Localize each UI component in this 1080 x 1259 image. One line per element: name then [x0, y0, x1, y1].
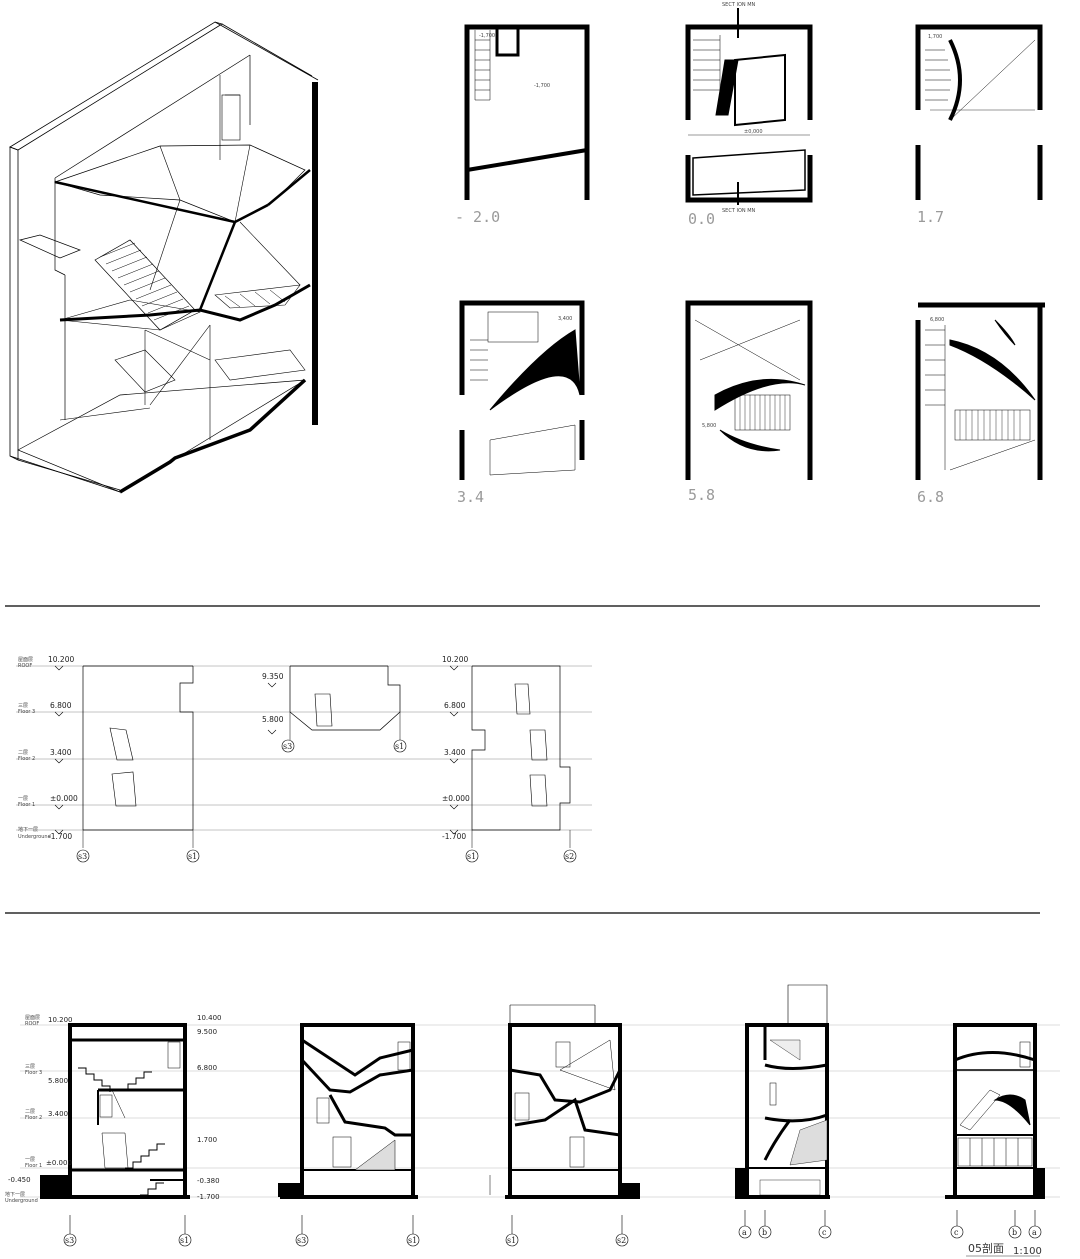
level-label-1-7: 1.7: [917, 208, 944, 226]
mid-value: 10.200: [442, 655, 468, 664]
plan-level-labels: - 2.0 0.0 1.7 3.4 5.8 6.8 -1,700 -1,700 …: [455, 2, 944, 506]
mid-value: 6.800: [444, 701, 466, 710]
section-axis-label: s3: [65, 1236, 74, 1245]
floor-cn: 地下一层: [18, 826, 38, 833]
section-3: [489, 1004, 640, 1199]
drawing-title: 05剖面: [968, 1241, 1004, 1255]
axis-label: s3: [283, 742, 292, 751]
plan-dim: 6,800: [930, 317, 944, 323]
axonometric-view: [9, 21, 319, 494]
section-axis-label: s2: [617, 1236, 626, 1245]
section-axis-label: a: [742, 1228, 747, 1237]
section-axis-label: s1: [507, 1236, 516, 1245]
section-floor-en: Underground: [5, 1198, 38, 1204]
floor-cn: 一层: [18, 796, 28, 802]
section-axis-label: b: [1012, 1228, 1017, 1237]
drawing-scale: 1:100: [1013, 1246, 1042, 1257]
plan-1-7: [915, 24, 1043, 200]
section-2: [278, 1023, 418, 1199]
section-right-value: -0.380: [197, 1177, 220, 1185]
floor-cn: 屋面层: [18, 657, 33, 663]
level-label-minus-2: - 2.0: [455, 208, 500, 226]
section-labels: 屋面层 ROOF 10.200 三层 Floor 3 5.800 二层 Floo…: [5, 1014, 1042, 1257]
cut-label-bottom: SECT ION MN: [722, 208, 756, 214]
plan-dim: 5,800: [702, 423, 716, 429]
section-axis-label: c: [822, 1228, 827, 1237]
floor-value: ±0.000: [50, 794, 78, 803]
section-right-value: 9.500: [197, 1028, 217, 1036]
floor-value: -1.700: [48, 832, 72, 841]
section-right-value: 1.700: [197, 1136, 217, 1144]
floor-value: 6.800: [50, 701, 72, 710]
section-axis-label: s1: [180, 1236, 189, 1245]
section-floor-en: Floor 1: [25, 1163, 42, 1169]
cut-label-top: SECT ION MN: [722, 2, 756, 8]
plan-drawings: [459, 8, 1045, 480]
floor-en: Underground: [18, 834, 51, 840]
level-label-5-8: 5.8: [688, 486, 715, 504]
floor-en: Floor 2: [18, 756, 35, 762]
plan-dim: -1,700: [479, 33, 495, 39]
section-floor-value: ±0.000: [46, 1159, 72, 1167]
floor-en: ROOF: [18, 663, 32, 669]
floor-cn: 二层: [18, 750, 28, 756]
floor-en: Floor 1: [18, 802, 35, 808]
section-right-value: 6.800: [197, 1064, 217, 1072]
section-floor-cn: 地下一层: [5, 1191, 25, 1198]
level-label-0: 0.0: [688, 210, 715, 228]
section-4: [735, 984, 830, 1199]
section-floor-en: Floor 3: [25, 1070, 42, 1076]
axis-label: s1: [395, 742, 404, 751]
plan-dim: 1,700: [928, 34, 942, 40]
floor-value: 10.200: [48, 655, 74, 664]
section-axis-label: a: [1032, 1228, 1037, 1237]
section-floor-cn: 三层: [25, 1064, 35, 1070]
section-axis-label: c: [954, 1228, 959, 1237]
axis-label: s3: [78, 852, 87, 861]
section-floor-cn: 一层: [25, 1157, 35, 1163]
elevation-drawings: [16, 665, 592, 863]
section-axis-label: s3: [297, 1236, 306, 1245]
axis-label: s2: [565, 852, 574, 861]
plan-minus-2: [464, 24, 590, 200]
section-floor-value: 3.400: [48, 1110, 68, 1118]
section-floor-en: Floor 2: [25, 1115, 42, 1121]
section-floor-value: 5.800: [48, 1077, 68, 1085]
plan-3-4: [459, 300, 585, 480]
section-5: [945, 1023, 1045, 1199]
section-right-value: -1.700: [197, 1193, 220, 1201]
plan-dim: ±0,000: [744, 129, 763, 135]
plan-6-8: [915, 302, 1045, 480]
section-drawings: [20, 984, 1060, 1247]
section-floor-cn: 屋面层: [25, 1015, 40, 1021]
extra-value: 5.800: [262, 715, 284, 724]
floor-value: 3.400: [50, 748, 72, 757]
elevation-labels: 屋面层 ROOF 10.200 三层 Floor 3 6.800 二层 Floo…: [18, 655, 574, 861]
level-label-6-8: 6.8: [917, 488, 944, 506]
section-floor-value: -0.450: [8, 1176, 31, 1184]
plan-dim: 3,400: [558, 316, 572, 322]
section-right-value: 10.400: [197, 1014, 222, 1022]
extra-value: 9.350: [262, 672, 284, 681]
plan-dim: -1,700: [534, 83, 550, 89]
mid-value: -1.700: [442, 832, 466, 841]
plan-zero: [685, 8, 813, 205]
section-floor-en: ROOF: [25, 1021, 39, 1027]
section-1: [40, 1023, 190, 1199]
level-label-3-4: 3.4: [457, 488, 484, 506]
axis-label: s1: [467, 852, 476, 861]
section-floor-value: 10.200: [48, 1016, 73, 1024]
floor-en: Floor 3: [18, 709, 35, 715]
plan-5-8: [685, 300, 813, 480]
floor-cn: 三层: [18, 703, 28, 709]
section-axis-label: s1: [408, 1236, 417, 1245]
section-axis-label: b: [762, 1228, 767, 1237]
mid-value: ±0.000: [442, 794, 470, 803]
section-floor-cn: 二层: [25, 1109, 35, 1115]
mid-value: 3.400: [444, 748, 466, 757]
axis-label: s1: [188, 852, 197, 861]
